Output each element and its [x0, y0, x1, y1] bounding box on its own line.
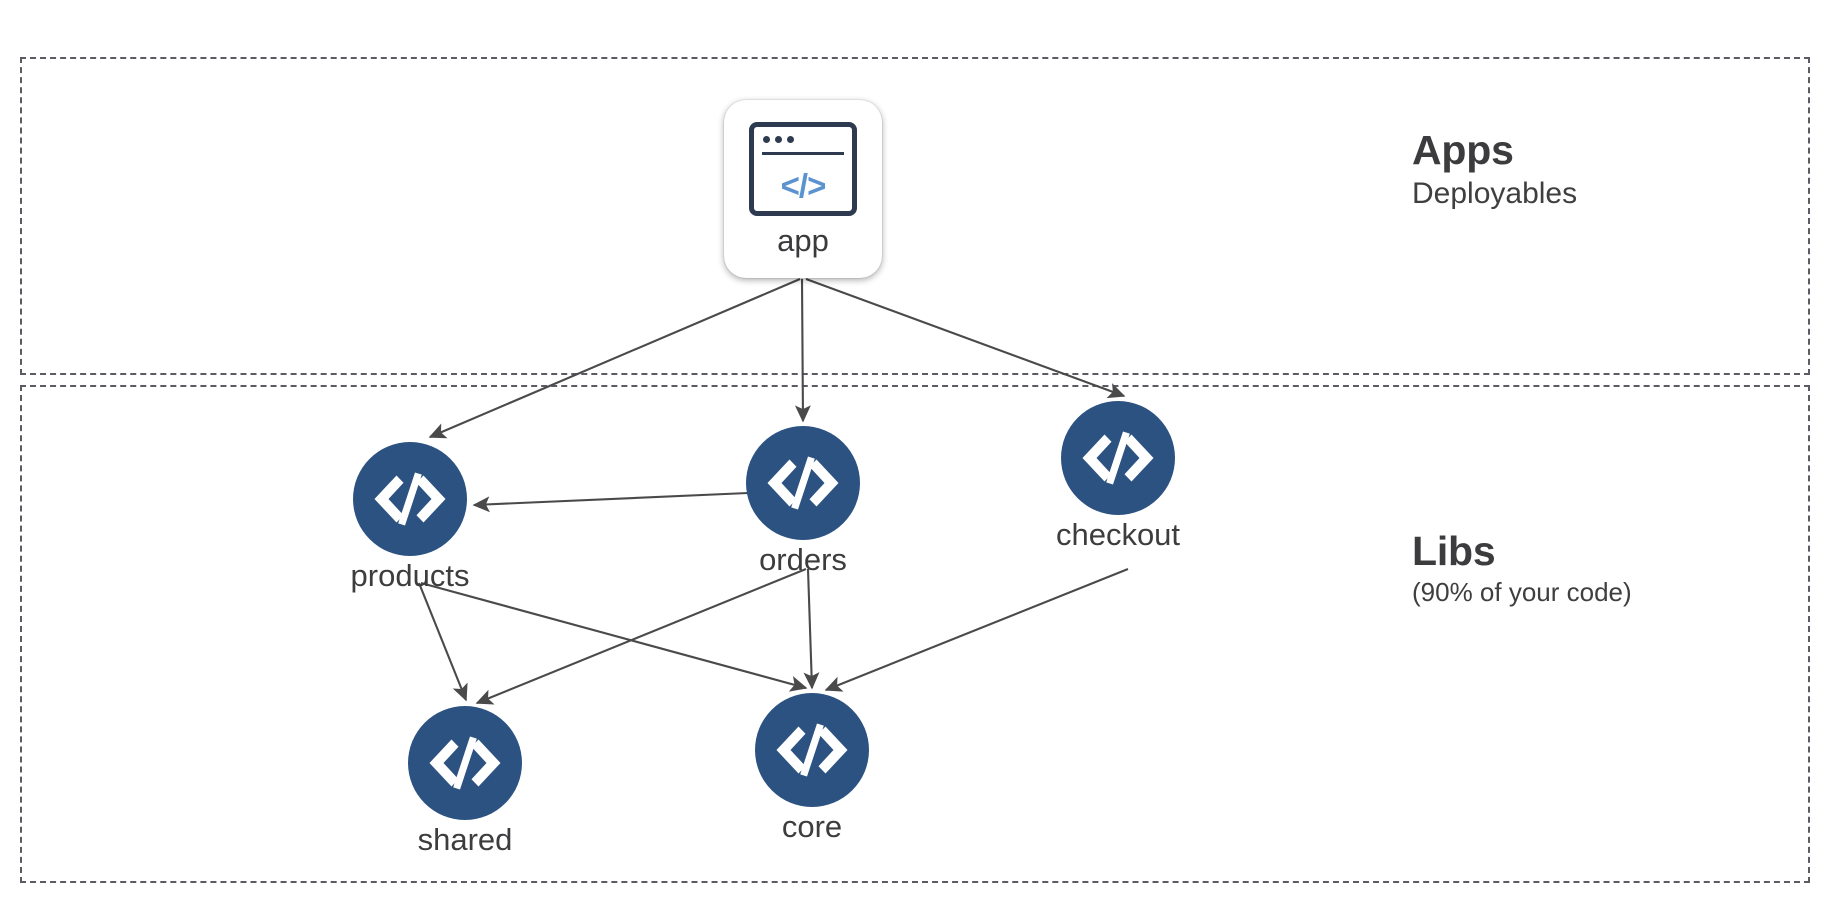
- libs-band-container: [20, 385, 1810, 883]
- browser-dots-icon: [763, 136, 794, 143]
- libs-band-caption: Libs (90% of your code): [1412, 527, 1632, 608]
- code-brackets-icon: [408, 706, 522, 820]
- app-node-label: app: [777, 223, 829, 258]
- code-brackets-icon: [353, 442, 467, 556]
- code-brackets-icon: [1061, 401, 1175, 515]
- lib-node-products[interactable]: products: [351, 442, 469, 591]
- lib-node-orders-label: orders: [759, 542, 847, 577]
- lib-node-core-label: core: [781, 809, 843, 844]
- libs-band-subtitle: (90% of your code): [1412, 577, 1632, 608]
- code-brackets-icon: [755, 693, 869, 807]
- lib-node-checkout-label: checkout: [1055, 517, 1181, 552]
- lib-node-shared-label: shared: [417, 822, 513, 857]
- browser-titlebar-rule: [762, 152, 844, 155]
- apps-band-container: [20, 57, 1810, 375]
- app-node[interactable]: </> app: [724, 100, 882, 278]
- libs-band-title: Libs: [1412, 528, 1496, 574]
- code-glyph: </>: [780, 167, 827, 204]
- apps-band-title: Apps: [1412, 127, 1514, 173]
- browser-window-code-icon: </>: [749, 122, 857, 216]
- apps-band-caption: Apps Deployables: [1412, 126, 1577, 212]
- apps-band-subtitle: Deployables: [1412, 177, 1578, 211]
- lib-node-core[interactable]: core: [755, 693, 869, 842]
- code-brackets-icon: [746, 426, 860, 540]
- lib-node-products-label: products: [350, 558, 470, 593]
- lib-node-orders[interactable]: orders: [746, 426, 860, 575]
- lib-node-checkout[interactable]: checkout: [1056, 401, 1180, 550]
- lib-node-shared[interactable]: shared: [408, 706, 522, 855]
